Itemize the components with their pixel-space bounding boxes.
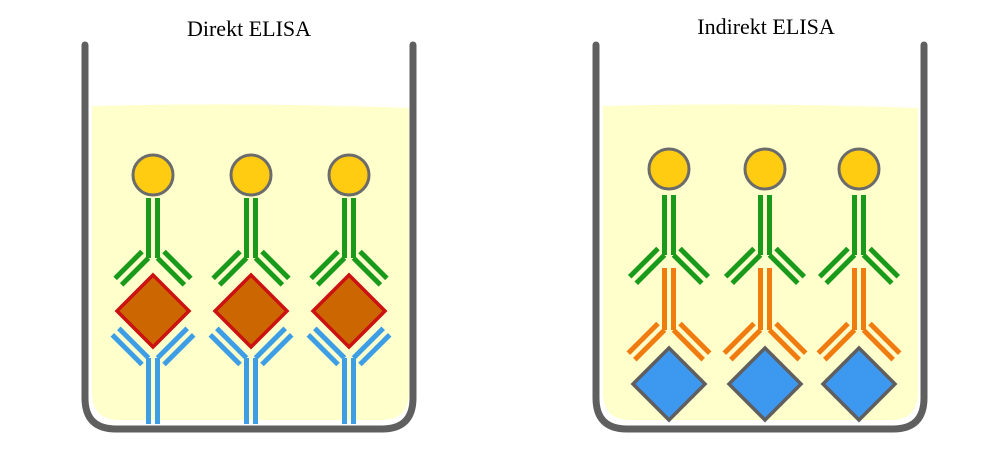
secondary-antibody	[627, 195, 711, 286]
enzyme-label	[327, 153, 371, 197]
detection-antibody	[309, 198, 389, 287]
primary-antibody	[816, 268, 902, 362]
antigen	[212, 272, 290, 350]
direct-unit	[110, 153, 196, 424]
capture-antibody	[306, 326, 392, 424]
antigen	[310, 272, 388, 350]
enzyme-label	[837, 147, 881, 191]
antigen	[726, 345, 804, 423]
capture-antibody	[208, 326, 294, 424]
direct-liquid	[92, 104, 409, 421]
primary-antibody	[626, 268, 712, 362]
direct-elisa-panel: Direkt ELISA	[81, 16, 417, 433]
primary-antibody	[722, 268, 808, 362]
indirect-unit	[816, 147, 902, 423]
direct-unit	[208, 153, 294, 424]
antigen	[820, 345, 898, 423]
indirect-elisa-panel: Indirekt ELISA	[592, 14, 928, 433]
enzyme-label	[229, 153, 273, 197]
detection-antibody	[113, 198, 193, 287]
capture-antibody	[110, 326, 196, 424]
enzyme-label	[131, 153, 175, 197]
direct-well	[81, 41, 417, 433]
indirect-unit	[626, 147, 712, 423]
direct-unit	[306, 153, 392, 424]
secondary-antibody	[817, 195, 901, 286]
enzyme-label	[743, 147, 787, 191]
direct-elisa-title: Direkt ELISA	[187, 16, 311, 41]
indirect-elisa-title: Indirekt ELISA	[697, 14, 835, 39]
detection-antibody	[211, 198, 291, 287]
antigen	[114, 272, 192, 350]
indirect-well	[592, 41, 928, 433]
indirect-unit	[722, 147, 808, 423]
indirect-antibody-group	[626, 147, 902, 423]
antigen	[630, 345, 708, 423]
direct-antibody-group	[110, 153, 392, 424]
secondary-antibody	[723, 195, 807, 286]
enzyme-label	[647, 147, 691, 191]
